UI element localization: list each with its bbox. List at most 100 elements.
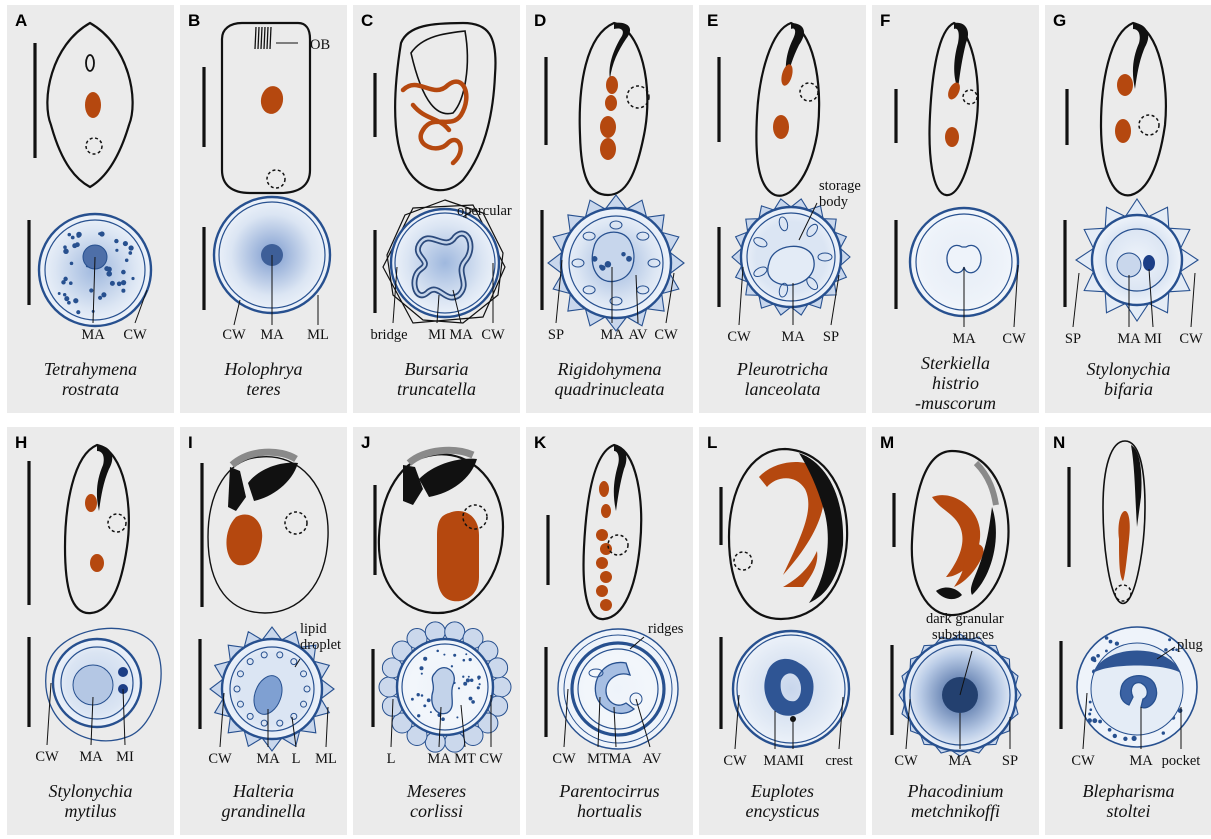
cyst-granule <box>1115 641 1119 645</box>
drawing-group: CWMAMLOB <box>204 23 330 343</box>
cyst-granule <box>463 682 467 686</box>
ciliate-illustration: CWMAMIcrest <box>699 427 866 835</box>
cyst-granule <box>1089 701 1092 704</box>
species-name: Phacodiniummetchnikoffi <box>872 781 1039 821</box>
macronucleus-shape <box>1115 119 1131 143</box>
panel-e: ECWMASPstoragebodyPleurotrichalanceolata <box>699 5 866 413</box>
species-name-line: metchnikoffi <box>872 801 1039 821</box>
drawing-group: CWMApocketplug <box>1061 441 1203 769</box>
macronucleus-shape <box>85 92 101 118</box>
macronucleus-shape <box>596 585 608 597</box>
cell-outline <box>65 445 129 613</box>
oral-apparatus <box>86 55 94 71</box>
cyst-granule <box>76 310 80 314</box>
adoral-zone-shape <box>614 445 627 511</box>
structure-label: droplet <box>300 637 341 653</box>
cyst-granule <box>1105 636 1109 640</box>
structure-label: dark granular <box>926 611 1004 627</box>
macronucleus-shape <box>1117 74 1133 96</box>
species-name-line: teres <box>180 379 347 399</box>
species-name-line: Halteria <box>180 781 347 801</box>
panel-d: DSPMAAVCWRigidohymenaquadrinucleata <box>526 5 693 413</box>
cyst-granule <box>469 697 473 701</box>
cyst-granule <box>411 698 414 701</box>
cell-outline <box>756 23 819 196</box>
drawing-group: SPMAAVCW <box>542 23 684 343</box>
cell-outline <box>584 445 642 619</box>
ciliate-illustration: CWMAMI <box>7 427 174 835</box>
ciliate-illustration: CWMASPstoragebody <box>699 5 866 413</box>
structure-label: CW <box>1071 753 1095 769</box>
species-name-line: histrio <box>872 373 1039 393</box>
ciliate-illustration: CWMASPdark granularsubstances <box>872 427 1039 835</box>
species-name-line: bifaria <box>1045 379 1211 399</box>
species-name-line: Bursaria <box>353 359 520 379</box>
adoral-zone-shape <box>97 445 112 511</box>
ciliate-illustration: SPMAAVCW <box>526 5 693 413</box>
structure-label: MT <box>587 751 609 767</box>
species-name-line: Meseres <box>353 781 520 801</box>
ciliate-illustration: CWMALMLlipiddroplet <box>180 427 347 835</box>
structure-label: lipid <box>300 621 327 637</box>
structure-label: plug <box>1177 637 1203 653</box>
structure-label: MA <box>260 327 284 343</box>
cyst-granule <box>121 289 125 293</box>
species-name-line: mytilus <box>7 801 174 821</box>
structure-label: MI <box>786 753 804 769</box>
cyst-granule <box>106 271 112 277</box>
cyst-granule <box>463 659 466 662</box>
cyst-granule <box>1123 737 1127 741</box>
adoral-zone-shape <box>609 23 630 79</box>
contractile-vacuole <box>734 552 752 570</box>
cyst-granule <box>63 249 69 255</box>
cyst-wall <box>391 209 499 317</box>
structure-label: L <box>292 751 301 767</box>
oral-membrane <box>976 463 996 505</box>
structure-label: CW <box>1002 331 1026 347</box>
cyst-granule <box>456 716 458 718</box>
structure-label: MA <box>600 327 624 343</box>
adoral-zone-shape <box>936 588 962 600</box>
macronucleus-shape <box>437 511 479 601</box>
cyst-granule <box>1164 648 1167 651</box>
cyst-granule <box>58 292 61 295</box>
drawing-group: bridgeMIMACWopercular <box>370 23 511 343</box>
cyst-granule <box>73 298 78 303</box>
panel-c: CbridgeMIMACWopercularBursariatruncatell… <box>353 5 520 413</box>
macronucleus-shape <box>945 127 959 147</box>
structure-label: CW <box>727 329 751 345</box>
species-name: Sterkiellahistrio-muscorum <box>872 353 1039 413</box>
structure-label: MA <box>781 329 805 345</box>
contractile-vacuole <box>1139 115 1159 135</box>
cyst-micronucleus <box>1143 255 1155 271</box>
structure-label: CW <box>723 753 747 769</box>
species-name-line: Pleurotricha <box>699 359 866 379</box>
cyst-granule <box>104 266 109 271</box>
contractile-vacuole <box>608 535 628 555</box>
panel-m: MCWMASPdark granularsubstancesPhacodiniu… <box>872 427 1039 835</box>
species-name-line: stoltei <box>1045 801 1211 821</box>
species-name-line: Euplotes <box>699 781 866 801</box>
species-name: Meserescorlissi <box>353 781 520 821</box>
macronucleus-shape <box>85 494 97 512</box>
structure-label: CW <box>208 751 232 767</box>
structure-label: OB <box>310 37 330 53</box>
structure-label: MA <box>81 327 105 343</box>
ciliate-illustration: CWMApocketplug <box>1045 427 1211 835</box>
structure-label: MI <box>428 327 446 343</box>
cyst-granule <box>128 245 133 250</box>
structure-label: storage <box>819 178 861 194</box>
structure-label: MA <box>256 751 280 767</box>
drawing-group: MACW <box>29 23 151 343</box>
cyst-granule <box>626 256 632 262</box>
cyst-granule <box>1098 720 1102 724</box>
macronucleus-shape <box>606 76 618 94</box>
cyst-granule <box>121 280 126 285</box>
panel-g: GSPMAMICWStylonychiabifaria <box>1045 5 1211 413</box>
contractile-vacuole <box>267 170 285 188</box>
cyst-granule <box>600 265 606 271</box>
cyst-granule <box>421 673 423 675</box>
species-name-line: -muscorum <box>872 393 1039 413</box>
structure-label: MA <box>608 751 632 767</box>
adoral-zone-shape <box>403 465 423 505</box>
